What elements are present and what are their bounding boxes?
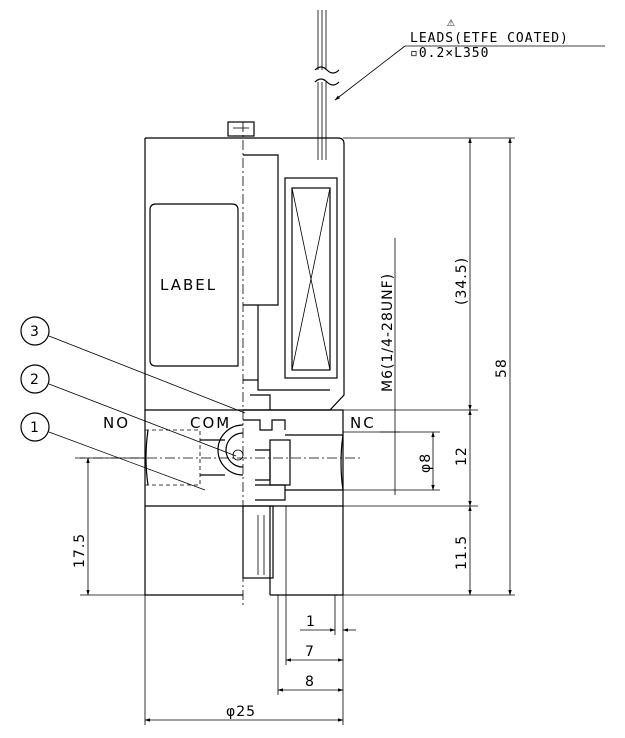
coil-housing-left xyxy=(144,137,243,411)
dim-1-value: 1 xyxy=(306,614,316,630)
dim-17-5-value: 17.5 xyxy=(72,533,88,568)
warning-icon: ⚠ xyxy=(447,15,456,30)
callout-2 xyxy=(20,364,237,457)
callout-3 xyxy=(20,316,246,414)
dim-7-value: 7 xyxy=(305,644,315,660)
coil-section xyxy=(243,137,345,411)
dim-17-5 xyxy=(80,457,145,596)
thread-spec: M6(1/4-28UNF) xyxy=(380,273,396,392)
callout-2-number: 2 xyxy=(30,372,40,388)
valve-body xyxy=(144,409,344,596)
thread-dimension xyxy=(343,238,440,495)
lead-wires xyxy=(314,10,340,160)
top-screw xyxy=(227,121,255,137)
no-port xyxy=(145,429,225,486)
leads-spec: ▫0.2×L350 xyxy=(410,46,489,61)
bottom-connector xyxy=(242,505,274,579)
callout-1 xyxy=(20,412,206,491)
com-area xyxy=(217,419,286,501)
dim-34-5-value: (34.5) xyxy=(454,257,470,305)
port-nc-label: NC xyxy=(350,414,376,432)
phi8-value: φ8 xyxy=(418,453,434,473)
leads-label: LEADS(ETFE COATED) xyxy=(410,31,569,46)
right-extensions xyxy=(343,137,515,596)
dim-8-value: 8 xyxy=(305,674,315,690)
callout-1-number: 1 xyxy=(30,420,40,436)
label-area-text: LABEL xyxy=(160,276,217,294)
port-no-label: NO xyxy=(103,414,130,432)
dim-11-5-value: 11.5 xyxy=(454,535,470,570)
leads-leader xyxy=(334,45,605,101)
port-com-label: COM xyxy=(190,414,231,432)
dim-phi25-value: φ25 xyxy=(226,704,256,720)
callout-3-number: 3 xyxy=(30,324,40,340)
nc-port xyxy=(269,434,344,491)
dim-58-value: 58 xyxy=(494,358,510,378)
dim-12-value: 12 xyxy=(454,446,470,466)
